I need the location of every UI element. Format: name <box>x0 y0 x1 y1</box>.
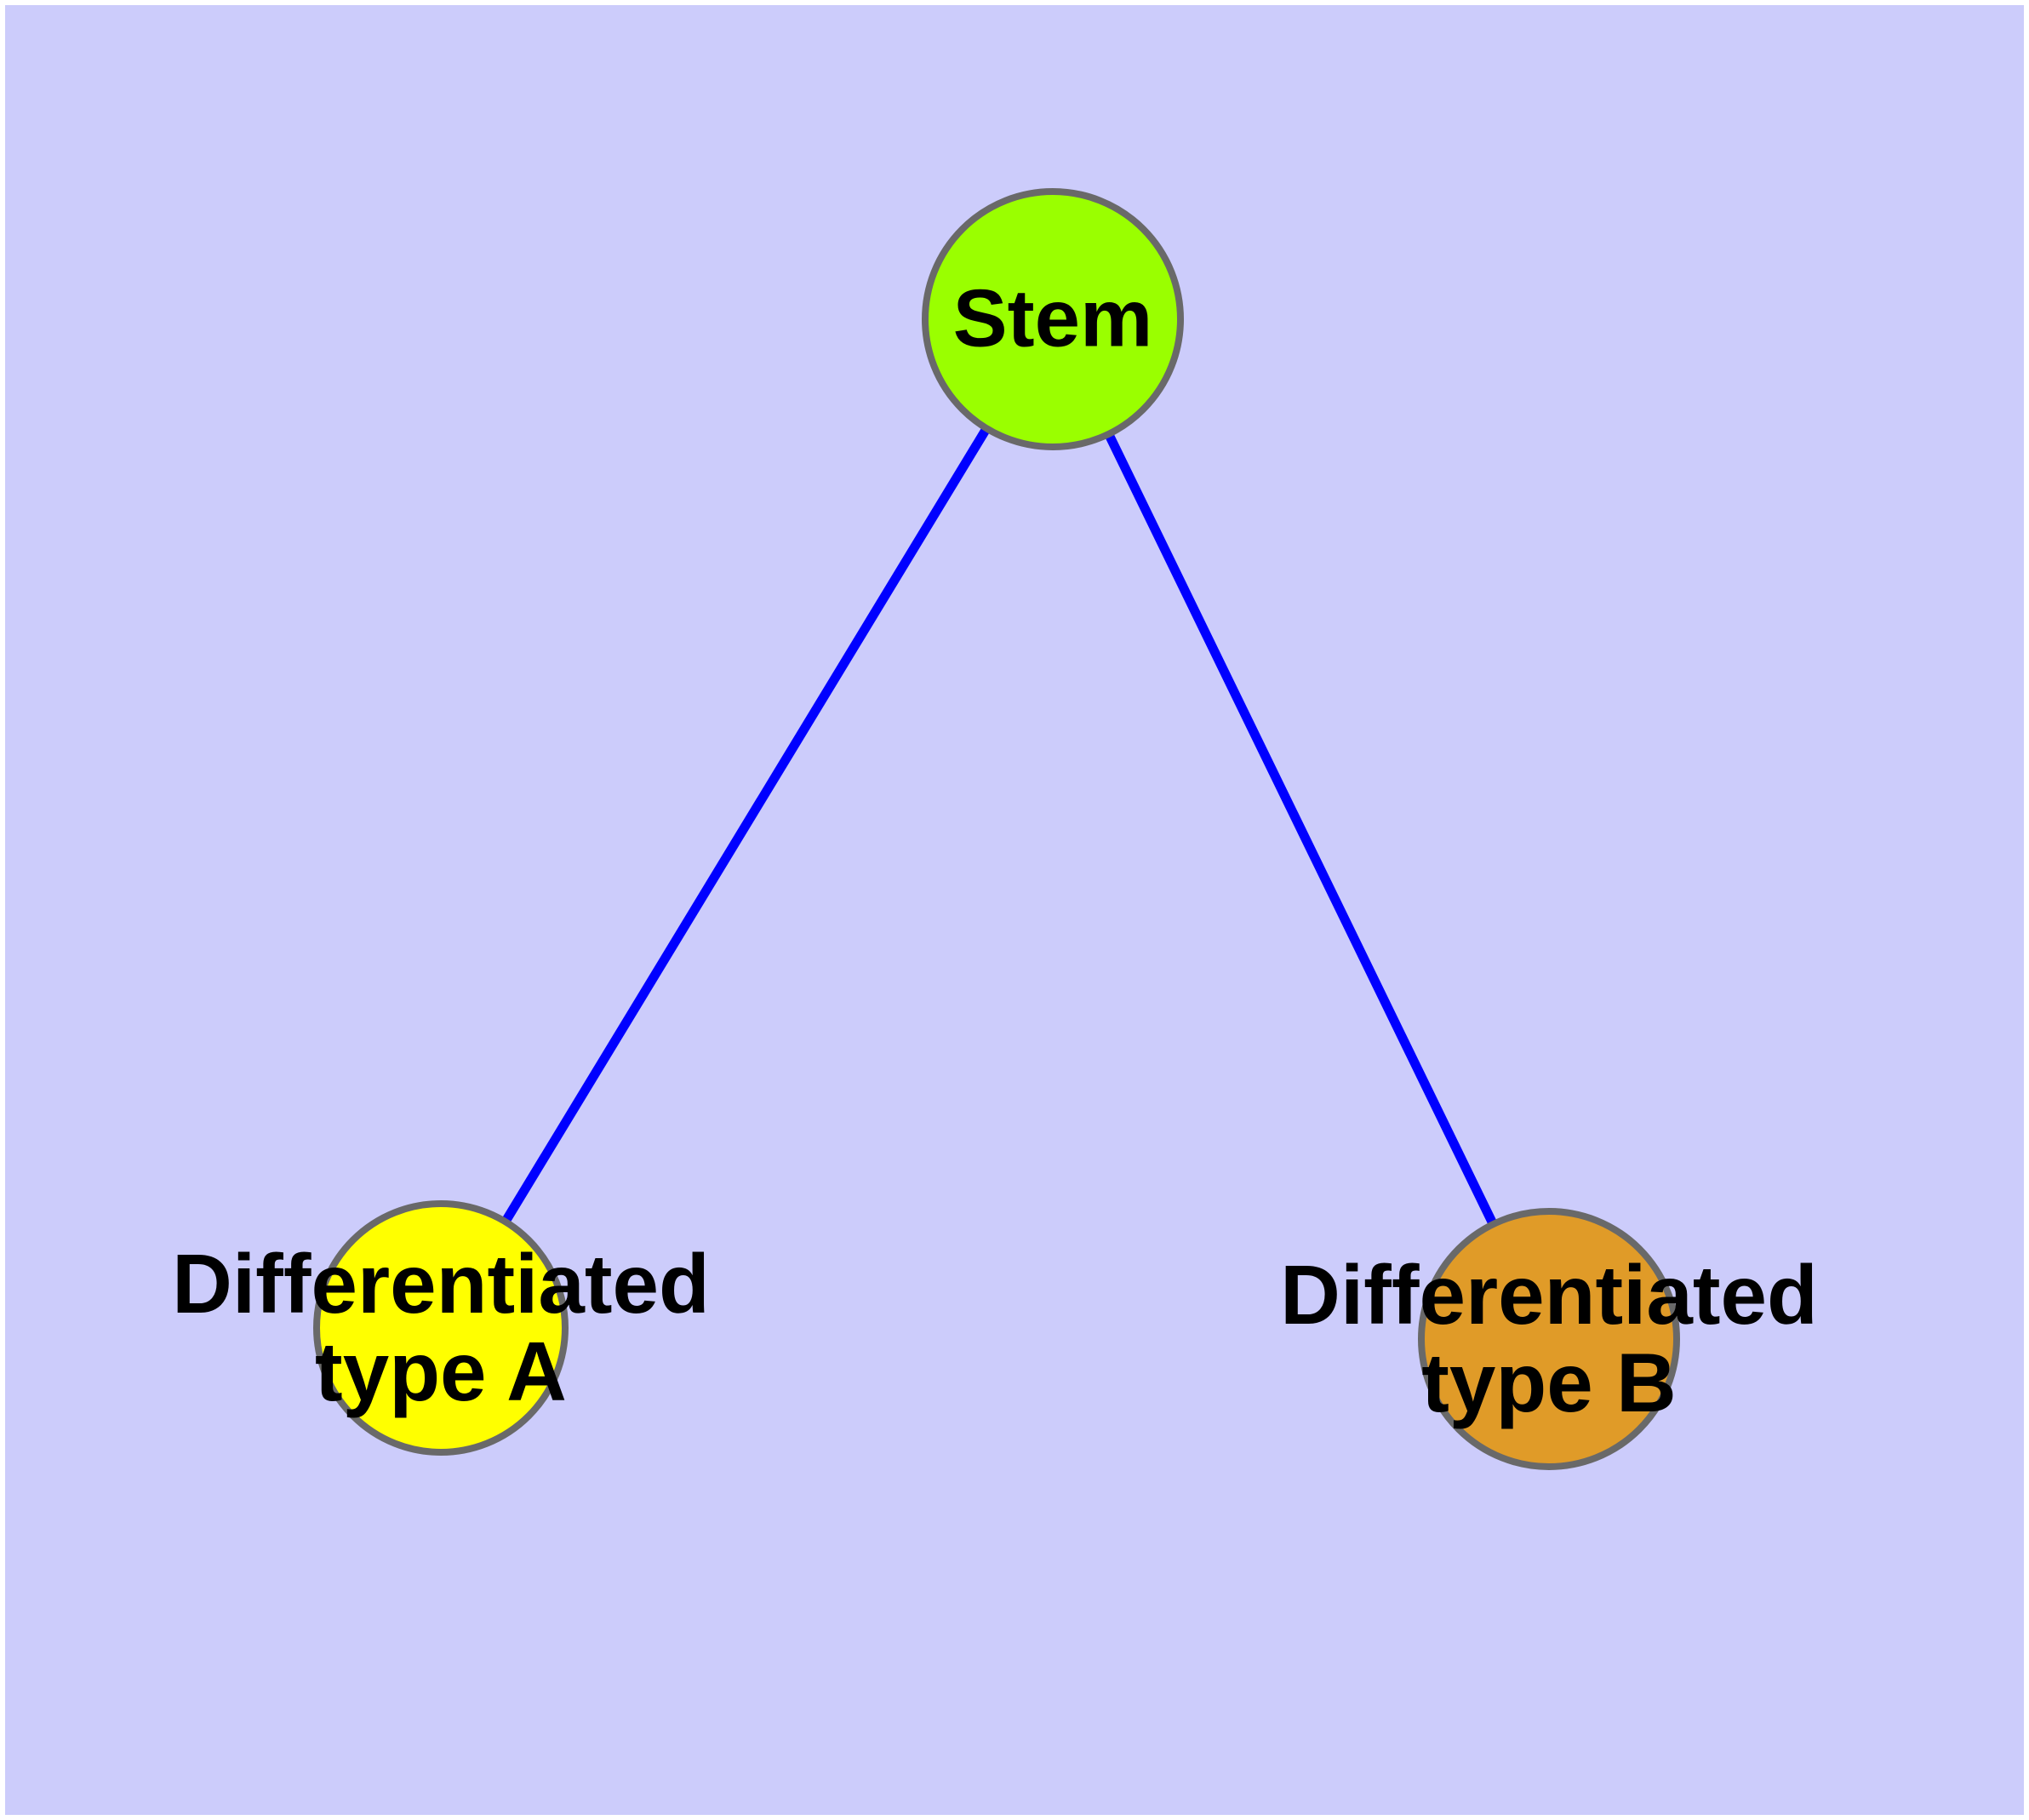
node-differentiated-type-b[interactable] <box>1418 1208 1680 1470</box>
node-differentiated-type-a[interactable] <box>313 1200 569 1456</box>
edge-layer <box>437 317 1553 1342</box>
edge-stem-to-differentiated-type-b <box>1049 317 1553 1342</box>
edge-stem-to-differentiated-type-a <box>437 317 1057 1331</box>
node-layer <box>313 188 1680 1470</box>
node-stem[interactable] <box>922 188 1184 450</box>
